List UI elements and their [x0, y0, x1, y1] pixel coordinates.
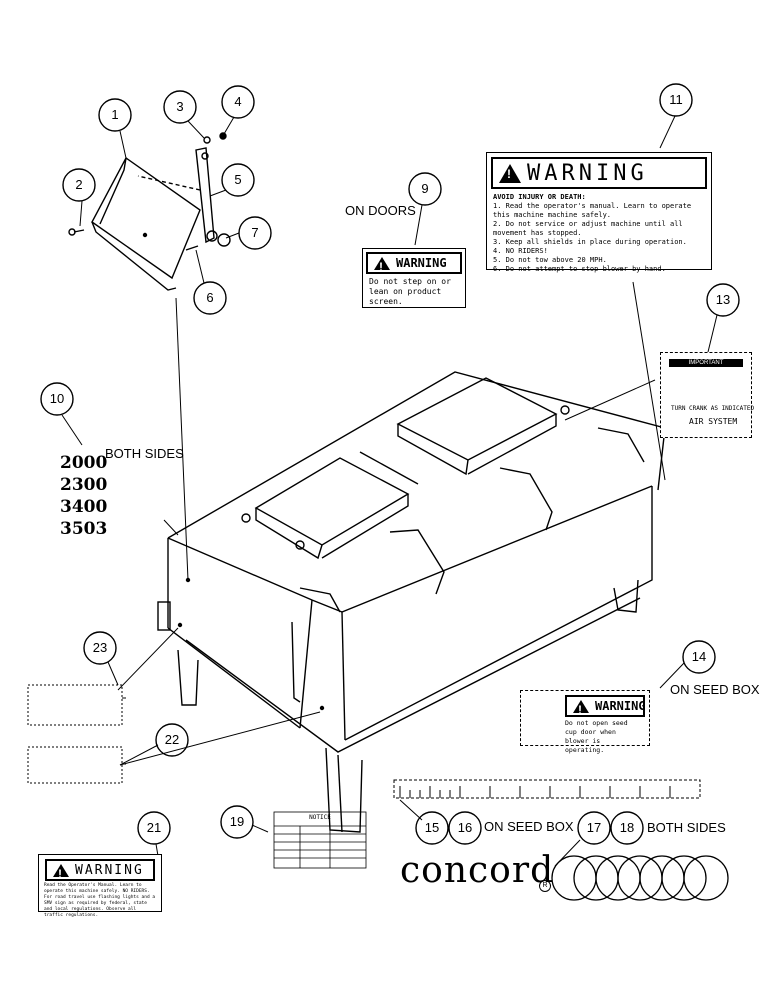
decal-14-title: WARNING: [595, 699, 646, 713]
callout-3: 3: [176, 99, 184, 114]
callout-21: 21: [146, 820, 162, 835]
model-2000: 2000: [60, 453, 108, 473]
callout-5: 5: [234, 172, 242, 187]
callout-22: 22: [164, 732, 180, 747]
warning-triangle-icon: [53, 863, 69, 881]
decal-11-title: WARNING: [527, 160, 648, 186]
callout-15: 15: [424, 820, 440, 835]
triangle-shield: [91, 156, 201, 291]
callout-1: 1: [111, 107, 119, 122]
decal-11-line-3: 3. Keep all shields in place during oper…: [493, 238, 687, 246]
decal-9-warning: WARNING Do not step on or lean on produc…: [362, 248, 466, 308]
registered-mark-icon: R: [539, 880, 551, 892]
callout-9: 9: [421, 181, 429, 196]
decal-9-title: WARNING: [396, 256, 447, 270]
callout-7: 7: [251, 225, 259, 240]
callout-16: 16: [457, 820, 473, 835]
callout-10: 10: [49, 391, 65, 406]
decal-11-heading: AVOID INJURY OR DEATH:: [493, 193, 586, 201]
decal-13-footer: AIR SYSTEM: [689, 417, 738, 426]
decal-21-title: WARNING: [75, 862, 144, 878]
circle-decals: [551, 855, 729, 901]
note-both-sides-10: BOTH SIDES: [105, 446, 184, 461]
callout-23: 23: [92, 640, 108, 655]
decal-13-important: IMPORTANT TURN CRANK AS INDICATED AIR SY…: [660, 352, 755, 438]
decal-19-title: NOTICE: [309, 814, 331, 821]
decal-11-line-2: 2. Do not service or adjust machine unti…: [493, 220, 683, 237]
model-2300: 2300: [60, 475, 108, 495]
model-3400: 3400: [60, 497, 108, 517]
callout-13: 13: [715, 292, 731, 307]
callout-17: 17: [586, 820, 602, 835]
note-on-seed-box-15: ON SEED BOX: [484, 819, 574, 834]
hardware: [68, 132, 231, 251]
callout-19: 19: [229, 814, 245, 829]
decal-9-text: Do not step on or lean on product screen…: [369, 277, 451, 306]
model-list: 2000 2300 3400 3503: [60, 452, 107, 540]
decal-11-warning: WARNING AVOID INJURY OR DEATH: 1. Read t…: [486, 152, 712, 273]
ruler-decal: [393, 779, 701, 799]
note-on-seed-box-14: ON SEED BOX: [670, 682, 760, 697]
warning-triangle-icon: [573, 699, 589, 717]
notice-table: [273, 811, 367, 869]
callout-18: 18: [619, 820, 635, 835]
note-both-sides-17: BOTH SIDES: [647, 820, 726, 835]
callout-2: 2: [75, 177, 83, 192]
decal-13-heading: IMPORTANT: [669, 359, 743, 367]
decal-21-text: Read the Operator's Manual. Learn to ope…: [44, 883, 156, 918]
decal-14-warning: WARNING Do not open seed cup door when b…: [520, 690, 650, 754]
decal-13-caption: TURN CRANK AS INDICATED: [671, 405, 755, 412]
concord-logo: concord: [400, 850, 555, 891]
seed-box: [157, 371, 666, 833]
callout-4: 4: [234, 94, 242, 109]
decal-21-warning: WARNING Read the Operator's Manual. Lear…: [38, 854, 162, 918]
bracket-5: [195, 147, 218, 244]
leader-lines: [61, 115, 718, 867]
note-on-doors: ON DOORS: [345, 203, 416, 218]
callout-6: 6: [206, 290, 214, 305]
decal-11-line-6: 6. Do not attempt to stop blower by hand…: [493, 265, 666, 273]
callout-14: 14: [691, 649, 707, 664]
warning-triangle-icon: [499, 163, 521, 183]
decal-11-line-5: 5. Do not tow above 20 MPH.: [493, 256, 607, 264]
model-3503: 3503: [60, 519, 108, 539]
blank-decals: [27, 684, 126, 784]
decal-11-line-1: 1. Read the operator's manual. Learn to …: [493, 202, 692, 219]
decal-11-line-4: 4. NO RIDERS!: [493, 247, 548, 255]
warning-triangle-icon: [374, 256, 390, 274]
callout-11: 11: [669, 92, 683, 107]
callout-circles: [40, 83, 740, 845]
decal-14-text: Do not open seed cup door when blower is…: [565, 719, 628, 754]
